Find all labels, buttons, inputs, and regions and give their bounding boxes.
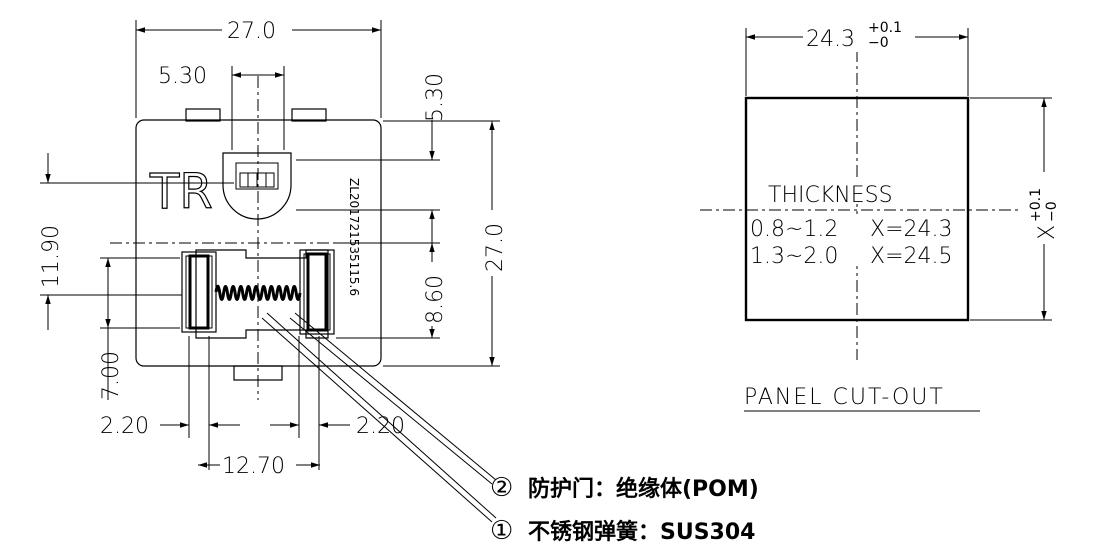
svg-text:5.30: 5.30 (158, 64, 207, 89)
cutout-height-tol-plus: +0.1 (1028, 188, 1044, 222)
material-notes: ② 防护门：绝缘体(POM) ① 不锈钢弹簧：SUS304 (490, 473, 759, 546)
dim-spring-span: 12.70 (198, 453, 320, 479)
shutter-window (235, 162, 279, 190)
thickness-row-1-range: 0.8~1.2 (750, 217, 838, 242)
cutout-height-tol-minus: −0 (1044, 201, 1060, 222)
top-clip-right (291, 108, 327, 122)
spring-cavity (195, 249, 329, 339)
patent-number: ZL201721535115.6 (347, 178, 361, 296)
svg-text:27.0: 27.0 (227, 19, 276, 44)
cutout-width-label: 24.3 (806, 27, 855, 52)
note-1-text: 不锈钢弹簧：SUS304 (528, 519, 755, 545)
svg-text:11.90: 11.90 (39, 225, 64, 288)
logo-text: TR (149, 164, 213, 220)
dim-slot-width: 5.30 (158, 64, 285, 150)
svg-text:5.30: 5.30 (423, 73, 448, 122)
dim-width-top: 27.0 (135, 17, 382, 118)
svg-text:8.60: 8.60 (423, 275, 448, 324)
dim-height-right: 27.0 (383, 120, 508, 367)
dim-spring-offset: 8.60 (336, 242, 448, 339)
thickness-row-1-value: X=24.3 (870, 217, 953, 242)
note-2-marker: ② (490, 473, 513, 503)
dim-offset-left: 11.90 (39, 153, 234, 330)
thickness-row-2-range: 1.3~2.0 (750, 244, 838, 269)
svg-text:2.20: 2.20 (100, 414, 149, 439)
thickness-title: THICKNESS (768, 183, 893, 208)
cutout-width-tol-minus: −0 (868, 35, 889, 51)
thickness-row-2-value: X=24.5 (870, 244, 953, 269)
panel-cutout-caption: PANEL CUT-OUT (744, 385, 945, 410)
top-clip-left (185, 108, 221, 122)
cutout-width-tol-plus: +0.1 (868, 20, 902, 36)
leader-lines (261, 312, 497, 523)
svg-text:27.0: 27.0 (483, 223, 508, 272)
svg-text:2.20: 2.20 (356, 414, 405, 439)
dim-spring-height: 7.00 (99, 257, 180, 400)
panel-cutout-view: 24.3 +0.1 −0 X +0.1 −0 THICKNESS 0.8~1.2… (700, 20, 1060, 412)
note-2-text: 防护门：绝缘体(POM) (528, 476, 759, 502)
shutter-slot (222, 152, 292, 220)
dim-right-margin: 2.20 (270, 336, 405, 470)
cutout-height-label: X (1035, 225, 1060, 240)
dim-slot-height: 5.30 (296, 73, 448, 250)
dim-left-margin: 2.20 (100, 336, 240, 470)
svg-text:12.70: 12.70 (222, 454, 285, 479)
left-contact-post (181, 251, 217, 333)
note-1-marker: ① (490, 516, 513, 546)
stainless-spring (214, 284, 302, 301)
right-contact-post (299, 249, 335, 335)
svg-text:7.00: 7.00 (99, 351, 124, 400)
